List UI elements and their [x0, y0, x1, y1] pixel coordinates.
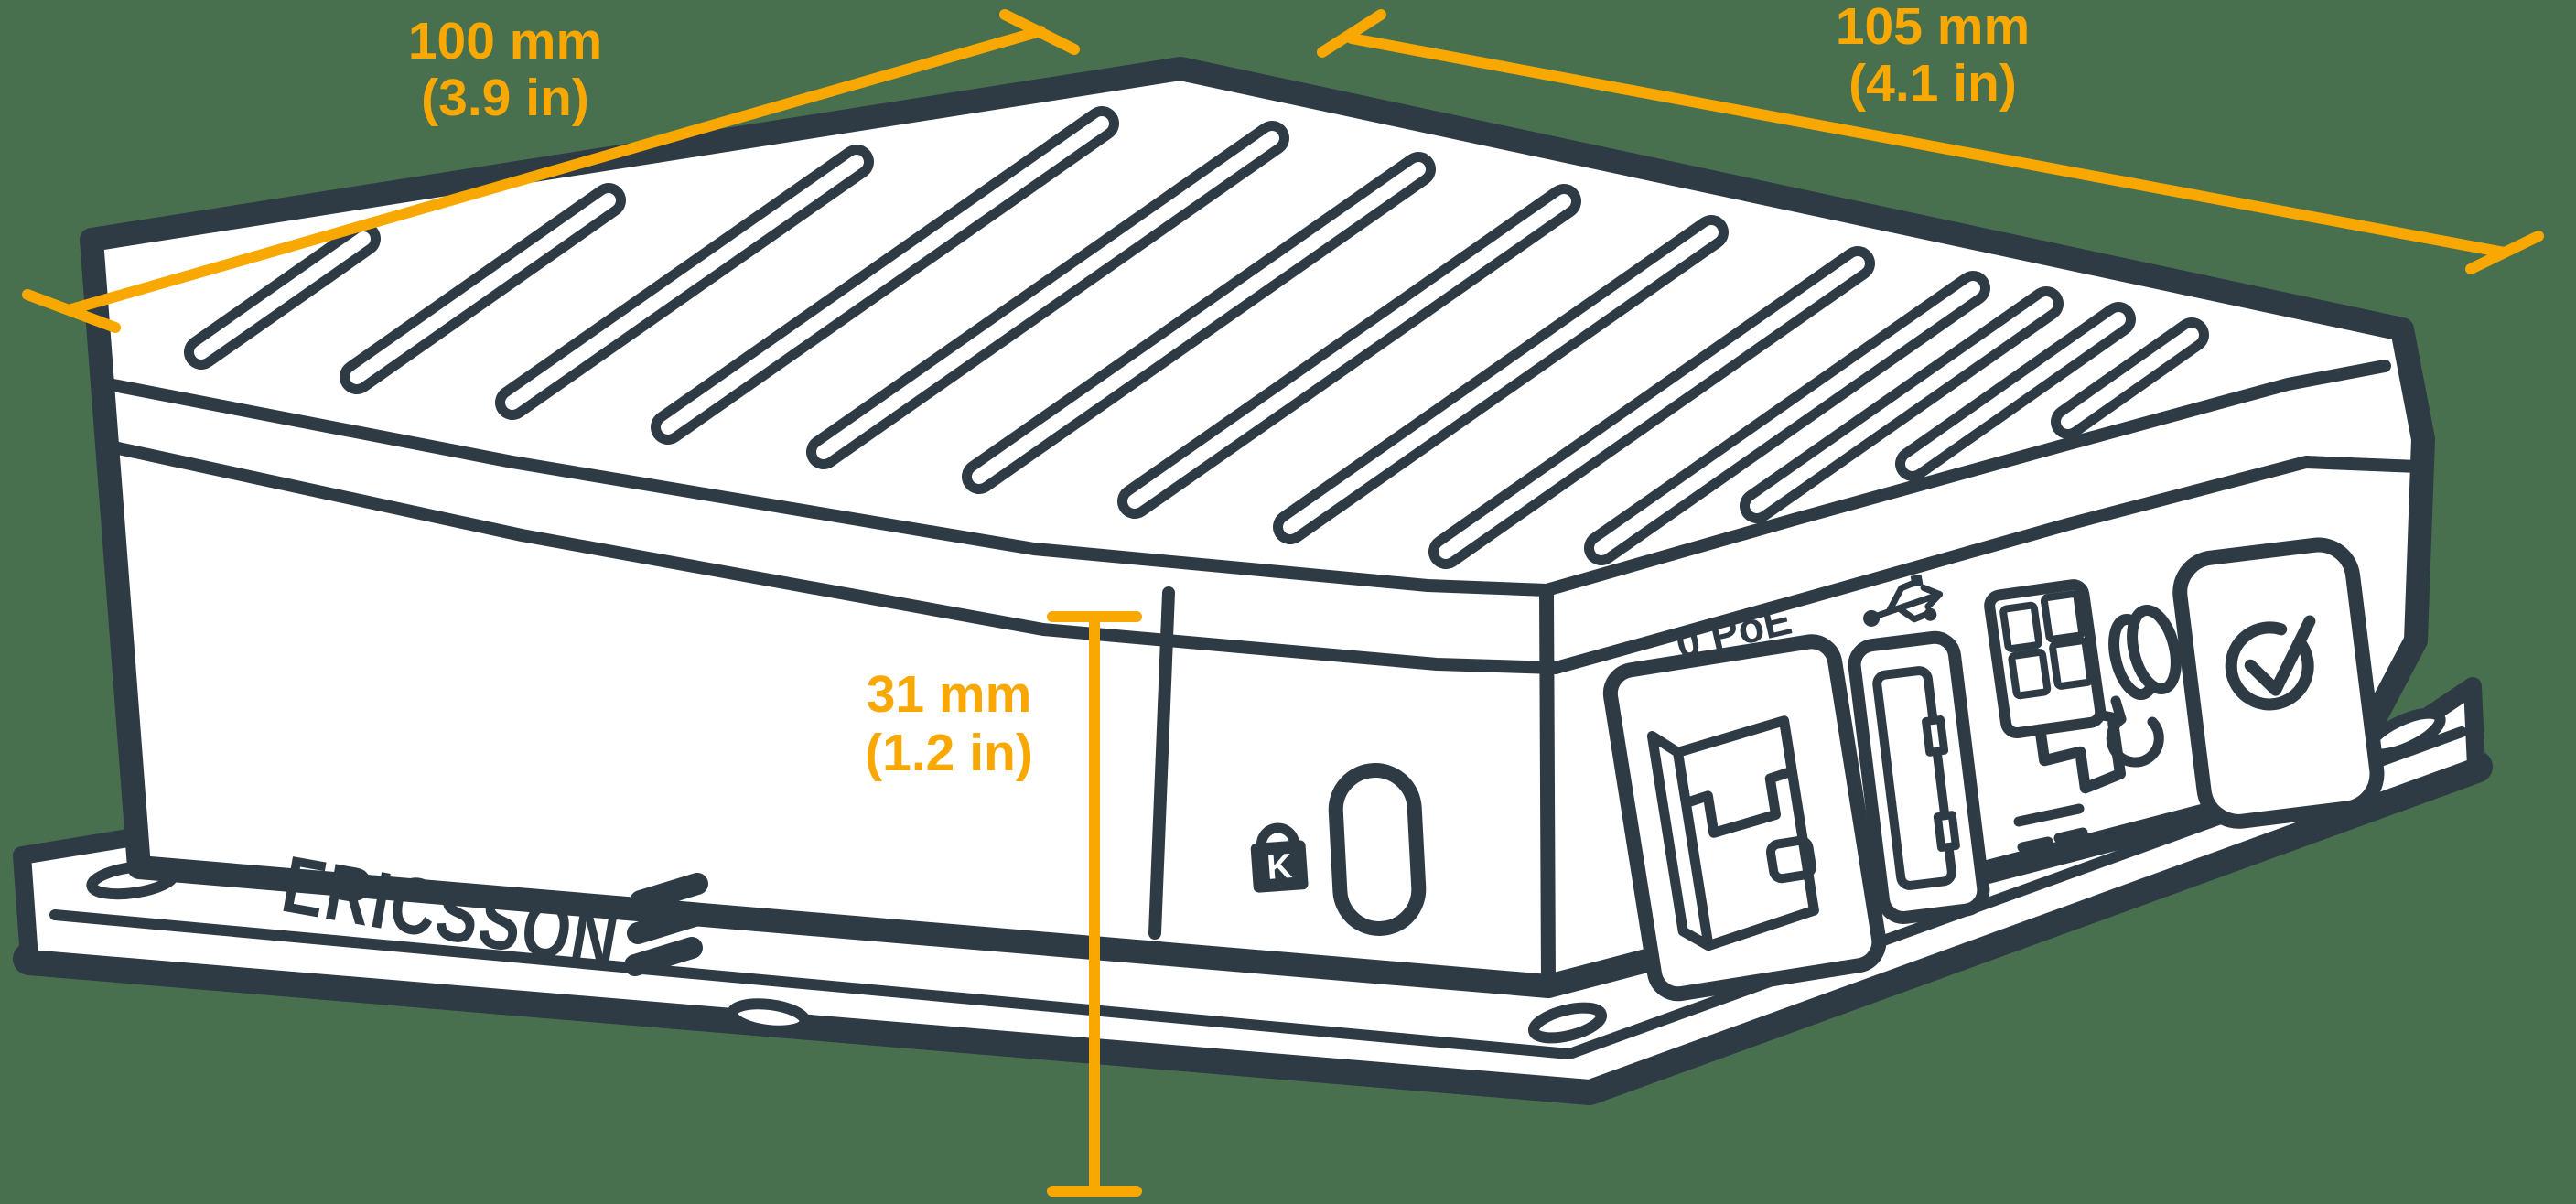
- usb-icon-dot: [1863, 609, 1881, 627]
- usb-notch-1: [1922, 715, 1949, 757]
- dim-label-width-right-imperial: (4.1 in): [1848, 54, 2017, 113]
- dim-width-right: 105 mm (4.1 in): [1317, 0, 2544, 274]
- screw-hole-front-left: [727, 998, 811, 1037]
- dim-line-height: [1047, 611, 1142, 1197]
- reset-arc: [2106, 714, 2164, 768]
- dim-label-height-metric: 31 mm: [867, 665, 1032, 724]
- usb-icon-circle: [1924, 607, 1937, 621]
- facet-edge-left: [1148, 586, 1175, 940]
- lock-shackle: [1256, 822, 1299, 852]
- kensington-lock-icon: K: [1250, 822, 1309, 893]
- usb-icon-square: [1910, 574, 1924, 587]
- power-pin-3: [2008, 648, 2052, 700]
- ports-face: 0 PoE: [1602, 537, 2385, 1002]
- dim-height: 31 mm (1.2 in): [865, 611, 1142, 1197]
- dim-label-height-imperial: (1.2 in): [865, 724, 1033, 782]
- dim-label-width-left-metric: 100 mm: [408, 12, 602, 70]
- rj45-cable-entry: [1765, 835, 1816, 884]
- front-faces-top-edge: [103, 440, 2424, 674]
- dim-line-width-right: [1317, 9, 2544, 274]
- vent-slots-core: [194, 116, 2199, 559]
- dim-width-left: 100 mm (3.9 in): [22, 9, 1080, 333]
- kensington-area: K: [1250, 763, 1427, 936]
- screw-hole-front-corner: [1527, 1002, 1608, 1044]
- usb-trident-icon: [1870, 579, 1944, 623]
- usb-icon-group: [1863, 574, 1944, 627]
- top-vents: [184, 106, 2209, 569]
- check-circle-icon: [2225, 621, 2314, 711]
- facet-edge-front-corner: [1539, 586, 1556, 988]
- plate-front-edge: [49, 726, 2467, 1059]
- dim-line-width-left: [22, 9, 1080, 333]
- lock-body: [1250, 840, 1309, 893]
- power-stub: [2034, 717, 2127, 794]
- check-mark: [2244, 615, 2316, 696]
- power-pin-4: [2049, 637, 2095, 690]
- power-connector-icon: [1984, 579, 2127, 794]
- dim-label-width-left-imperial: (3.9 in): [421, 69, 589, 127]
- usb-tongue: [1872, 666, 1956, 890]
- kensington-letter: K: [1266, 847, 1294, 887]
- rj45-port: [1602, 634, 1887, 1002]
- dimensions: 100 mm (3.9 in) 105 mm (4.1 in) 31 mm (1…: [22, 0, 2544, 1197]
- reset-arrow-icon: [2097, 695, 2164, 768]
- power-pin-2: [2040, 590, 2086, 643]
- usb-notch-2: [1933, 811, 1960, 852]
- power-pin-1: [1999, 601, 2042, 653]
- rj45-jack: [1646, 715, 1819, 951]
- power-check-button: [2172, 537, 2385, 829]
- ericsson-bars-icon: [624, 873, 708, 976]
- kensington-slot: [1328, 763, 1427, 936]
- usb-port: [1848, 630, 1990, 924]
- dim-label-width-right-metric: 105 mm: [1836, 0, 2030, 56]
- rj45-outer: [1602, 634, 1887, 1002]
- mounting-plate: [13, 677, 2493, 1105]
- reset-arrowhead: [2097, 695, 2127, 725]
- power-wires: [2013, 803, 2088, 853]
- led-indicator: [2108, 604, 2182, 701]
- led-front: [2127, 604, 2182, 695]
